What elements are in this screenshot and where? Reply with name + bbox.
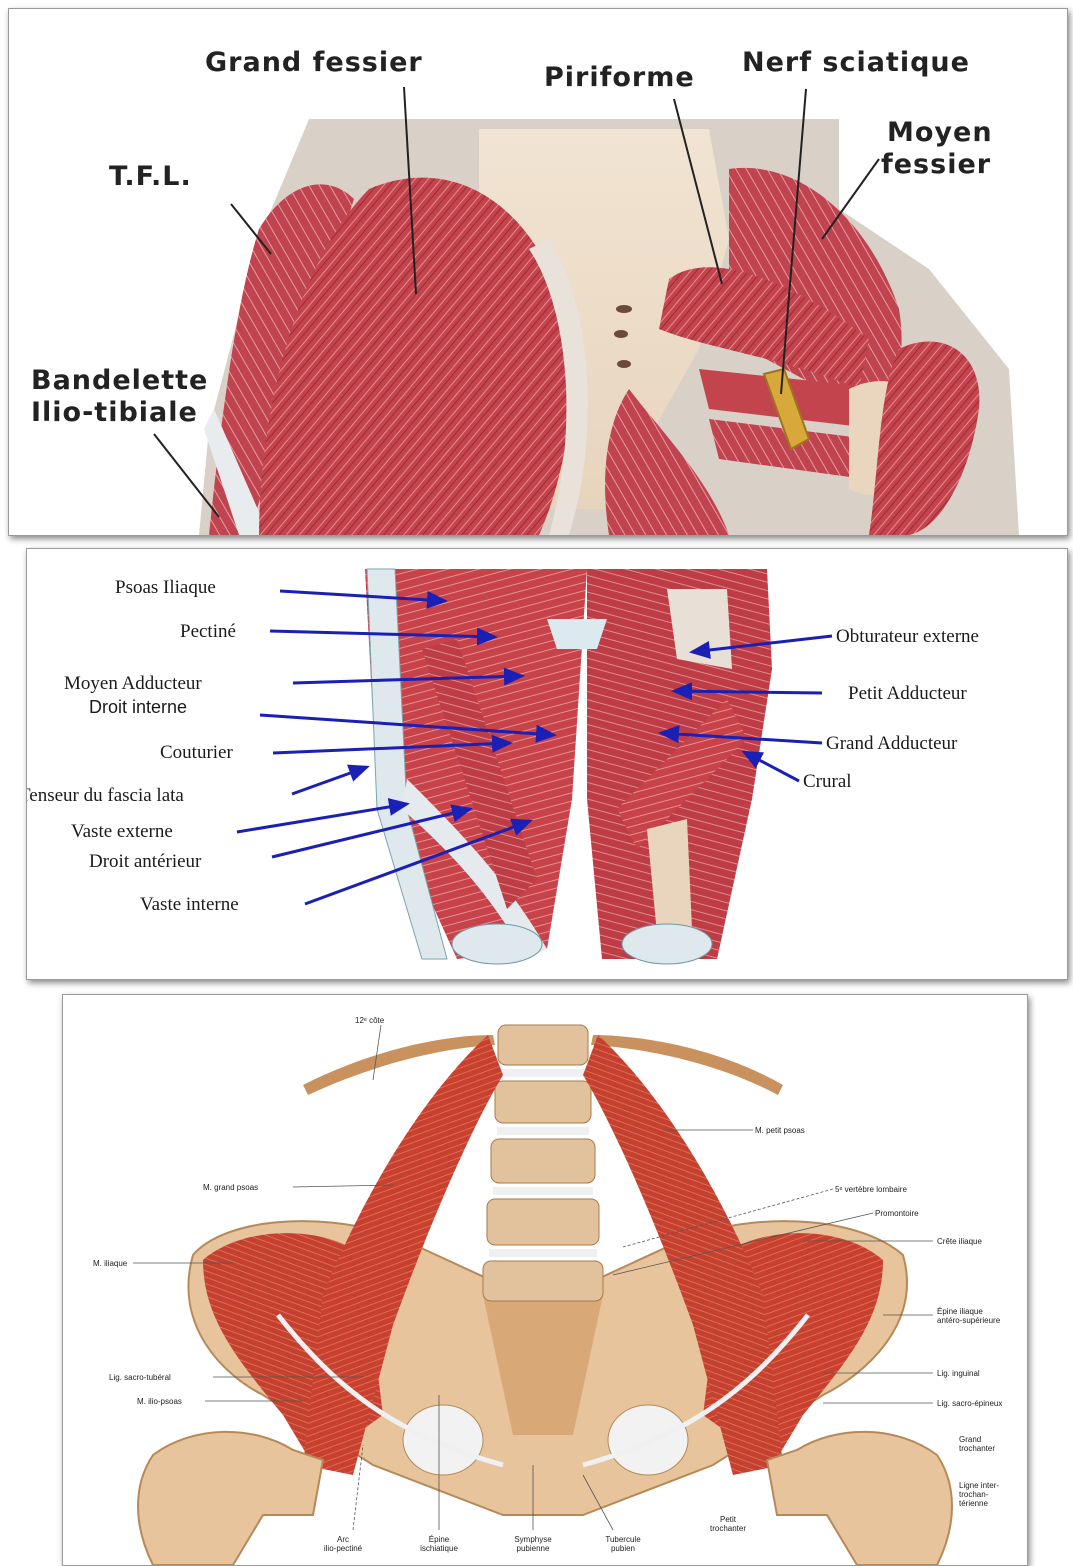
psoas-illustration <box>63 995 1027 1565</box>
label-bandelette-line2: Ilio-tibiale <box>31 397 198 428</box>
label-moyen-fessier-line1: Moyen <box>887 117 993 148</box>
label-epine-iliaque-line1: Épine iliaque <box>937 1307 983 1316</box>
label-vaste-externe: Vaste externe <box>71 821 173 843</box>
label-petit-adducteur: Petit Adducteur <box>848 683 967 705</box>
label-vaste-interne: Vaste interne <box>140 894 239 916</box>
label-bandelette-line1: Bandelette <box>31 365 208 396</box>
psoas-anatomy-panel: 12ᵉ côte M. petit psoas M. grand psoas 5… <box>62 994 1028 1566</box>
label-petit-trochanter-line2: trochanter <box>703 1524 753 1533</box>
label-grand-trochanter-line1: Grand <box>959 1435 981 1444</box>
label-couturier: Couturier <box>160 742 233 764</box>
label-symphyse-line2: pubienne <box>503 1544 563 1553</box>
label-epine-sciatique-line2: ischiatique <box>409 1544 469 1553</box>
gluteal-illustration <box>9 9 1067 535</box>
label-cote-12: 12ᵉ côte <box>355 1016 384 1025</box>
label-tfl: T.F.L. <box>109 161 192 192</box>
label-promontoire: Promontoire <box>875 1209 919 1218</box>
label-vertebre-5: 5ᵉ vertèbre lombaire <box>835 1185 907 1194</box>
label-iliaque: M. iliaque <box>93 1259 127 1268</box>
label-moyen-adducteur: Moyen Adducteur <box>64 673 202 695</box>
label-arc-line1: Arc <box>318 1535 368 1544</box>
thigh-anatomy-panel: Psoas Iliaque Pectiné Moyen Adducteur Dr… <box>26 548 1068 980</box>
label-tenseur-fascia-lata: Tenseur du fascia lata <box>26 785 184 807</box>
label-arc-line2: ilio-pectiné <box>318 1544 368 1553</box>
label-symphyse-line1: Symphyse <box>503 1535 563 1544</box>
lumbar-spine <box>483 1025 603 1301</box>
label-crete-iliaque: Crête iliaque <box>937 1237 982 1246</box>
label-lig-sacro-tuberal: Lig. sacro-tubéral <box>109 1373 171 1382</box>
label-droit-anterieur: Droit antérieur <box>89 851 201 873</box>
label-piriforme: Piriforme <box>544 62 695 93</box>
label-crural: Crural <box>803 771 852 793</box>
label-petit-psoas: M. petit psoas <box>755 1126 805 1135</box>
label-grand-trochanter-line2: trochanter <box>959 1444 995 1453</box>
label-psoas-iliaque: Psoas Iliaque <box>115 577 216 599</box>
label-pectine: Pectiné <box>180 621 236 643</box>
label-ligne-line3: térienne <box>959 1499 988 1508</box>
label-grand-psoas: M. grand psoas <box>203 1183 258 1192</box>
label-lig-inguinal: Lig. inguinal <box>937 1369 980 1378</box>
label-tubercule-line1: Tubercule <box>593 1535 653 1544</box>
label-moyen-fessier-line2: fessier <box>881 149 991 180</box>
label-nerf-sciatique: Nerf sciatique <box>742 47 970 78</box>
label-grand-fessier: Grand fessier <box>205 47 423 78</box>
label-epine-sciatique-line1: Épine <box>409 1535 469 1544</box>
label-petit-trochanter-line1: Petit <box>703 1515 753 1524</box>
label-tubercule-line2: pubien <box>593 1544 653 1553</box>
label-lig-sacro-epineux: Lig. sacro-épineux <box>937 1399 1002 1408</box>
label-ligne-line1: Ligne inter- <box>959 1481 999 1490</box>
gluteal-anatomy-panel: Grand fessier Piriforme Nerf sciatique M… <box>8 8 1068 536</box>
label-ligne-line2: trochan- <box>959 1490 988 1499</box>
label-ilio-psoas: M. ilio-psoas <box>137 1397 182 1406</box>
label-epine-iliaque-line2: antéro-supérieure <box>937 1316 1000 1325</box>
label-droit-interne: Droit interne <box>89 697 187 718</box>
femur-left <box>138 1432 323 1565</box>
femur-right <box>767 1432 952 1565</box>
label-grand-adducteur: Grand Adducteur <box>826 733 957 755</box>
label-obturateur-externe: Obturateur externe <box>836 626 979 648</box>
